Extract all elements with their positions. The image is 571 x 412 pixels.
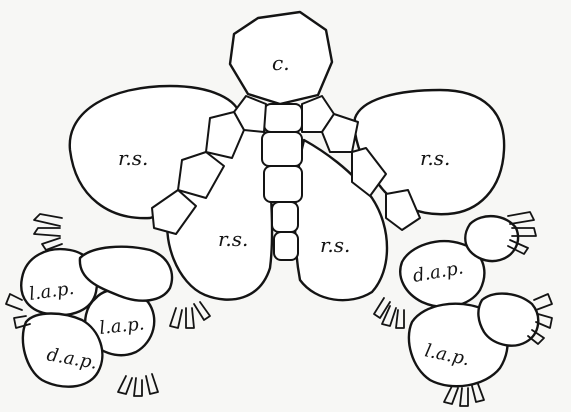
claw-cluster-mid-left — [170, 302, 210, 328]
right-limb-upper-plate — [465, 216, 518, 261]
claw-cluster-mid-right — [374, 298, 404, 328]
label-rs-inner-right: r.s. — [320, 233, 350, 257]
column-segment-3 — [264, 166, 302, 202]
label-center: c. — [272, 51, 290, 75]
column-segment-5 — [274, 232, 298, 260]
claw-cluster-left-top — [34, 214, 62, 250]
label-rs-upper-left: r.s. — [118, 146, 148, 170]
claw-cluster-right-bottom — [444, 384, 484, 406]
label-rs-upper-right: r.s. — [420, 146, 450, 170]
column-segment-2 — [262, 132, 302, 166]
label-rs-inner-left: r.s. — [218, 227, 248, 251]
column-segment-1 — [264, 104, 302, 132]
claw-cluster-left-bottom — [118, 374, 158, 396]
column-segment-4 — [272, 202, 298, 232]
